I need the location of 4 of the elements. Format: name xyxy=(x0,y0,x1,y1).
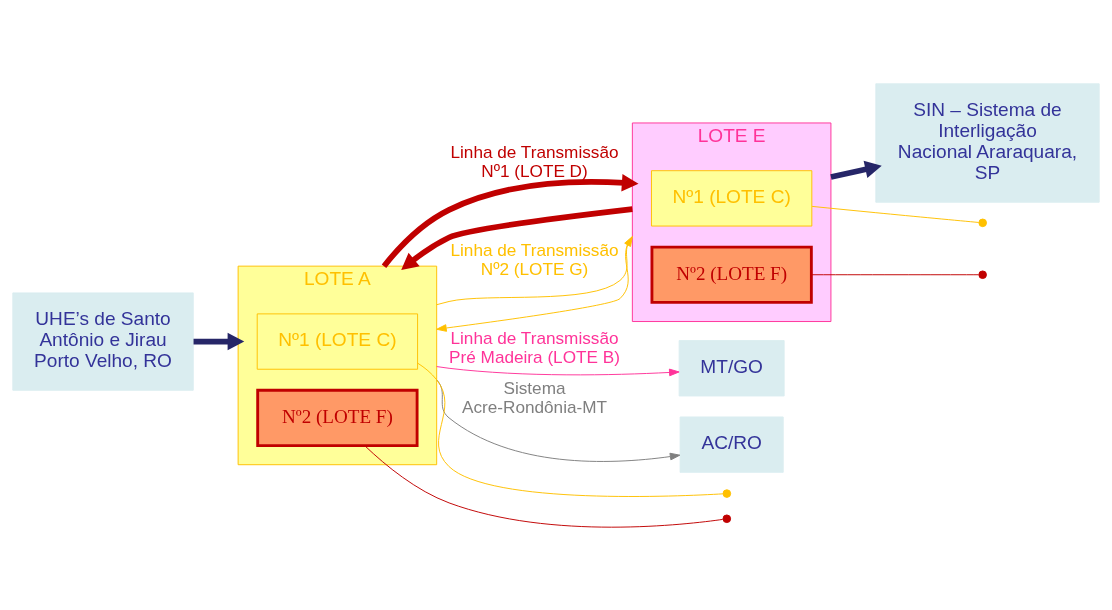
edge-label: Linha de Transmissão Nº1 (LOTE D) xyxy=(450,141,619,181)
edge-label: Sistema Acre-Rondônia-MT xyxy=(461,377,608,417)
edge-label: Linha de Transmissão Nº2 (LOTE G) xyxy=(450,239,619,279)
edge-label: Linha de Transmissão Pré Madeira (LOTE B) xyxy=(449,327,620,367)
